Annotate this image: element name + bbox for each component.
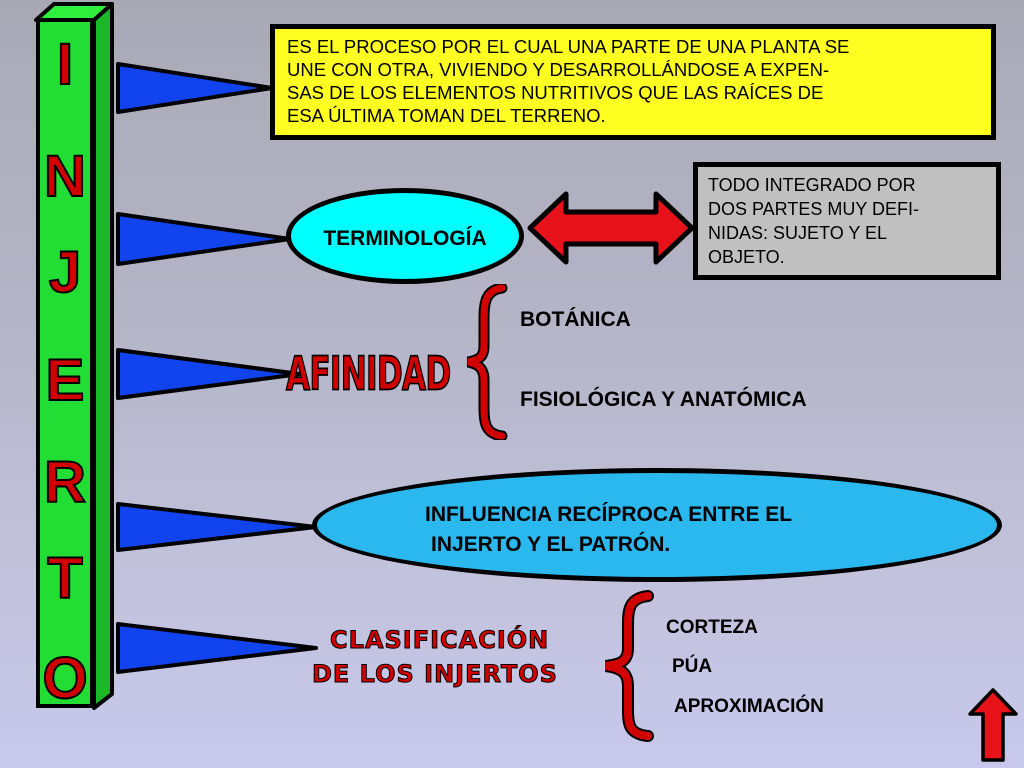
terminologia-description-line: DOS PARTES MUY DEFI-: [708, 199, 920, 219]
title-letter: R: [43, 450, 87, 515]
influencia-line: INFLUENCIA RECÍPROCA ENTRE EL: [425, 503, 793, 526]
afinidad-item-fisiologica: FISIOLÓGICA Y ANATÓMICA: [520, 388, 807, 411]
title-letter: E: [45, 348, 86, 413]
terminologia-label: TERMINOLOGÍA: [323, 227, 487, 250]
title-letter: O: [41, 646, 88, 711]
pillar-side-face: [92, 2, 114, 710]
definition-line: SAS DE LOS ELEMENTOS NUTRITIVOS QUE LAS …: [287, 82, 824, 103]
terminologia-ellipse: TERMINOLOGÍA: [286, 188, 524, 284]
title-letter: J: [48, 240, 82, 305]
connector-arrow-definition: [116, 62, 274, 114]
title-letter: N: [43, 144, 87, 209]
clasificacion-label-line: DE LOS INJERTOS: [312, 660, 558, 689]
title-pillar: I N J E R T O: [36, 18, 94, 711]
clasificacion-label-line: CLASIFICACIÓN: [329, 626, 550, 655]
clasificacion-item-corteza: CORTEZA: [666, 617, 758, 638]
connector-arrow-terminologia: [116, 212, 292, 266]
connector-arrow-influencia: [116, 502, 318, 552]
definition-line: UNE CON OTRA, VIVIENDO Y DESARROLLÁNDOSE…: [287, 59, 830, 80]
title-letter: T: [46, 546, 83, 611]
terminologia-description-line: NIDAS: SUJETO Y EL: [708, 223, 888, 243]
afinidad-brace-icon: [466, 284, 508, 440]
definition-box: ES EL PROCESO POR EL CUAL UNA PARTE DE U…: [270, 24, 996, 140]
double-arrow-icon: [527, 191, 695, 265]
up-arrow-icon[interactable]: [966, 686, 1020, 764]
terminologia-description-line: OBJETO.: [708, 247, 785, 267]
definition-line: ES EL PROCESO POR EL CUAL UNA PARTE DE U…: [287, 36, 850, 57]
connector-arrow-clasificacion: [116, 622, 318, 674]
title-letter: I: [56, 32, 74, 97]
clasificacion-item-aproximacion: APROXIMACIÓN: [674, 696, 824, 717]
afinidad-item-botanica: BOTÁNICA: [520, 308, 631, 331]
definition-line: ESA ÚLTIMA TOMAN DEL TERRENO.: [287, 105, 606, 126]
terminologia-description-line: TODO INTEGRADO POR: [708, 175, 916, 195]
influencia-line: INJERTO Y EL PATRÓN.: [431, 533, 671, 556]
connector-arrow-afinidad: [116, 348, 302, 400]
influencia-ellipse: INFLUENCIA RECÍPROCA ENTRE EL INJERTO Y …: [312, 468, 1002, 582]
clasificacion-item-pua: PÚA: [672, 656, 713, 677]
afinidad-label: AFINIDAD: [285, 347, 451, 402]
terminologia-description-box: TODO INTEGRADO POR DOS PARTES MUY DEFI- …: [693, 162, 1001, 280]
clasificacion-brace-icon: [605, 590, 654, 742]
